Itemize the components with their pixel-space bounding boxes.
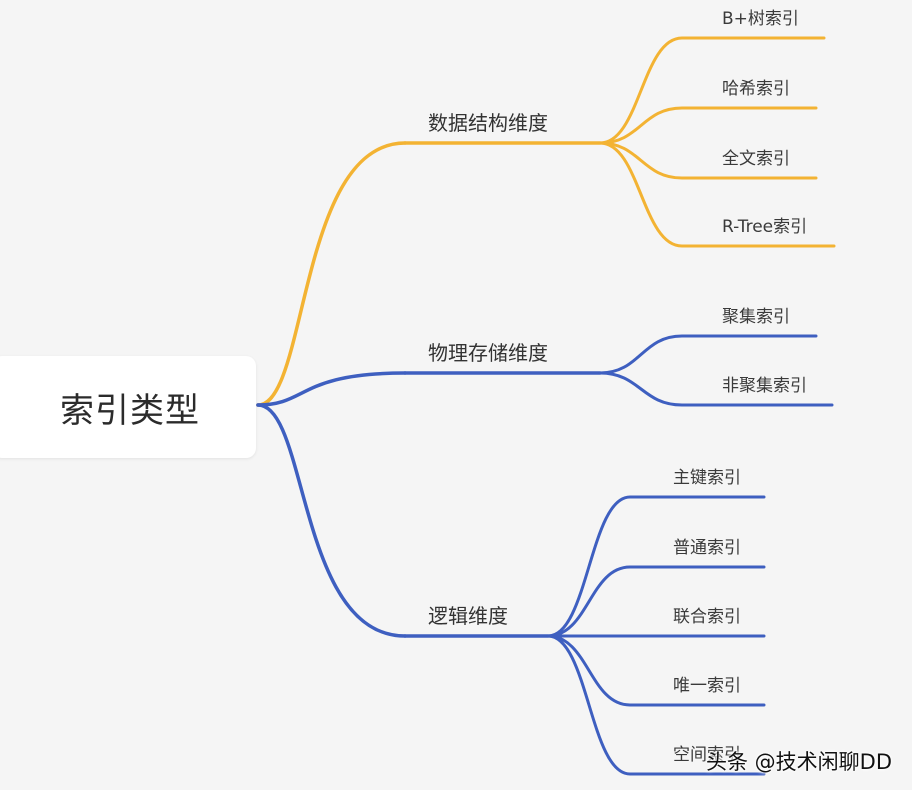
leaf-connector-1-1 [598,36,826,145]
branch-node-label-1[interactable]: 数据结构维度 [428,111,548,135]
root-node[interactable]: 索引类型 [0,356,256,458]
root-node-label: 索引类型 [60,390,200,431]
branch-node-label-2[interactable]: 物理存储维度 [428,341,548,365]
leaf-node-label-3-1[interactable]: 主键索引 [673,468,741,488]
leaf-node-label-1-3[interactable]: 全文索引 [722,149,790,169]
leaf-connector-1-3 [598,141,818,180]
branch-node-label-3[interactable]: 逻辑维度 [428,604,508,628]
leaf-connector-1-4 [598,141,836,248]
leaf-connector-3-2 [546,565,766,638]
leaf-connector-2-1 [598,334,818,375]
leaf-node-label-3-3[interactable]: 联合索引 [673,607,741,627]
leaf-node-label-1-2[interactable]: 哈希索引 [722,79,790,99]
leaf-node-label-1-1[interactable]: B+树索引 [722,9,799,29]
leaf-node-label-3-2[interactable]: 普通索引 [673,538,741,558]
watermark-text: 头条 @技术闲聊DD [705,750,892,774]
leaf-node-label-2-2[interactable]: 非聚集索引 [722,376,807,396]
leaf-node-label-3-5[interactable]: 空间索引 [673,745,741,765]
leaf-connector-3-1 [546,495,766,638]
branch-connector-3 [256,403,407,638]
leaf-node-label-2-1[interactable]: 聚集索引 [722,307,790,327]
leaf-connector-2-2 [598,371,834,407]
branch-connector-1 [256,141,407,407]
leaf-node-label-1-4[interactable]: R-Tree索引 [722,217,808,237]
leaf-connector-3-5 [546,634,766,776]
leaf-connector-1-2 [598,106,818,145]
leaf-node-label-3-4[interactable]: 唯一索引 [673,676,741,696]
leaf-connector-3-4 [546,634,766,707]
branch-connector-2 [256,371,407,407]
